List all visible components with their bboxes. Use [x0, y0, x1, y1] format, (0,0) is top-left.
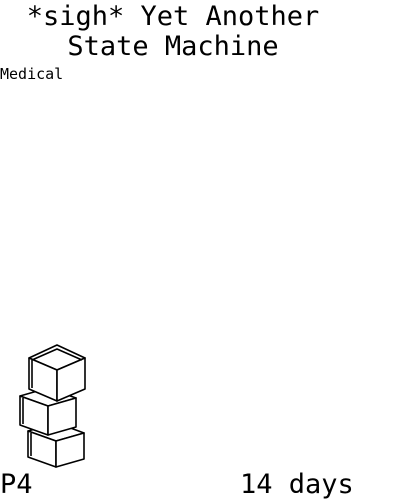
card-category: Medical — [0, 65, 64, 83]
priority-label: P4 — [0, 469, 33, 500]
top-cube-shape — [28, 344, 86, 402]
duration-label: 14 days — [240, 469, 354, 500]
card-title: *sigh* Yet Another State Machine — [26, 1, 320, 62]
stacked-cubes-icon — [18, 343, 88, 469]
